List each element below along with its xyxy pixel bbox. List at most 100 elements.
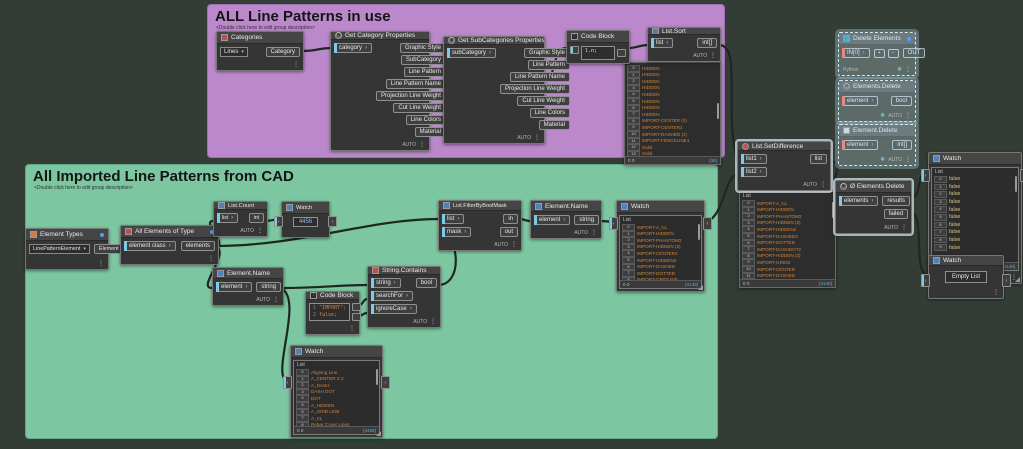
code-editor[interactable]: l.n; <box>581 46 615 60</box>
node-list-sort[interactable]: List.Sort list› int[] AUTO⋮ <box>647 27 721 62</box>
output-port[interactable]: › <box>328 216 337 227</box>
input-port-subcategory[interactable]: subCategory› <box>447 48 497 58</box>
lacing-label[interactable]: AUTO <box>402 141 416 148</box>
node-list-setdifference[interactable]: List.SetDifference list1› list list2› AU… <box>737 141 831 191</box>
lacing-label[interactable]: AUTO <box>413 318 427 325</box>
node-get-subcategories-properties[interactable]: ◯ Get SubCategories Properties subCatego… <box>443 36 570 144</box>
node-element-name-1[interactable]: Element.Name element› string AUTO⋮ <box>530 200 602 239</box>
input-port-ignorecase[interactable]: ignoreCase› <box>371 304 417 314</box>
input-port[interactable]: › <box>921 274 930 287</box>
output-port-bool[interactable]: bool <box>890 96 912 106</box>
lacing-menu[interactable]: ⋮ <box>993 290 999 296</box>
output-port-bool[interactable]: bool <box>415 278 437 288</box>
input-port-list[interactable]: list› <box>442 214 465 224</box>
output-port[interactable] <box>617 49 626 57</box>
scrollbar[interactable] <box>697 224 700 240</box>
lacing-menu[interactable]: ⋮ <box>257 228 263 234</box>
output-port-out[interactable]: OUT <box>902 48 926 58</box>
input-port[interactable]: › <box>274 216 283 227</box>
pagination[interactable]: 0 0 <box>743 281 750 286</box>
lacing-label[interactable]: AUTO <box>803 181 817 188</box>
output-port[interactable]: SubCategory <box>400 55 446 65</box>
node-element-types[interactable]: Element Types LinePatternElement▾ Elemen… <box>25 228 124 270</box>
node-list-filterbyboolmask[interactable]: List.FilterByBoolMask list› in mask› out… <box>438 200 522 251</box>
lacing-menu[interactable]: ⋮ <box>1011 275 1017 281</box>
lacing-menu[interactable]: ⋮ <box>208 256 214 262</box>
output-port[interactable]: Line Colors <box>529 108 570 118</box>
output-port-failed[interactable]: failed <box>883 209 908 219</box>
output-port[interactable]: › <box>1020 169 1023 182</box>
input-port[interactable]: › <box>609 217 618 230</box>
lacing-menu[interactable]: ⋮ <box>511 242 517 248</box>
input-port-list[interactable]: list› <box>217 213 239 223</box>
input-port-string[interactable]: string› <box>371 278 401 288</box>
output-port[interactable]: Line Pattern Name <box>509 72 570 82</box>
output-port[interactable]: › <box>381 376 390 389</box>
node-list-count[interactable]: List.Count list› int AUTO⋮ <box>213 201 268 237</box>
input-port-elements[interactable]: elements› <box>839 196 879 206</box>
node-element-delete[interactable]: Element.Delete element› int[] ❄ AUTO⋮ <box>838 124 916 166</box>
node-code-block-1[interactable]: : Code Block l.n; <box>566 30 630 64</box>
input-port-searchfor[interactable]: searchFor› <box>371 291 414 301</box>
output-port[interactable]: Line Pattern <box>403 67 446 77</box>
output-port-int[interactable]: int <box>248 213 264 223</box>
output-port-string[interactable]: string <box>574 215 600 225</box>
resize-handle[interactable] <box>698 285 703 290</box>
node-get-category-properties[interactable]: ◯ Get Category Properties category› Grap… <box>330 31 446 151</box>
input-port-mask[interactable]: mask› <box>442 227 472 237</box>
output-port[interactable]: Line Colors <box>405 115 446 125</box>
output-port-string[interactable]: string <box>256 282 282 292</box>
element-types-dropdown[interactable]: LinePatternElement▾ <box>29 244 90 254</box>
node-categories[interactable]: Categories Lines▾ Category ⋮ <box>216 31 304 71</box>
scrollbar[interactable] <box>1014 176 1017 192</box>
scrollbar[interactable] <box>716 103 719 119</box>
lacing-label[interactable]: AUTO <box>884 224 898 231</box>
input-port[interactable] <box>570 46 579 54</box>
lacing-menu[interactable]: ⋮ <box>905 113 911 119</box>
input-port-element[interactable]: element› <box>216 282 253 292</box>
output-port[interactable]: Projection Line Weight <box>376 91 446 101</box>
lacing-menu[interactable]: ⋮ <box>710 53 716 59</box>
pagination[interactable]: 0 0 <box>628 158 635 163</box>
node-all-elements-of-type[interactable]: All Elements of Type element class› elem… <box>120 225 219 265</box>
lacing-menu[interactable]: ⋮ <box>534 135 540 141</box>
input-port-element[interactable]: element› <box>842 140 879 150</box>
output-port-elements[interactable]: elements <box>180 241 215 251</box>
output-port[interactable]: Graphic Style <box>523 48 570 58</box>
node-elements-delete[interactable]: ◯ Elements.Delete element› bool ❄ AUTO⋮ <box>838 80 916 122</box>
input-port[interactable]: › <box>921 169 930 182</box>
input-port-element[interactable]: element› <box>534 215 571 225</box>
lacing-label[interactable]: AUTO <box>888 112 902 119</box>
output-port[interactable]: Projection Line Weight <box>500 84 570 94</box>
resize-handle[interactable] <box>376 431 381 436</box>
input-port-in0[interactable]: IN[0]› <box>842 48 870 58</box>
output-port-category[interactable]: Category <box>265 47 300 57</box>
lacing-menu[interactable]: ⋮ <box>98 261 104 267</box>
lacing-menu[interactable]: ⋮ <box>905 157 911 163</box>
output-port[interactable]: Line Pattern Name <box>385 79 446 89</box>
categories-dropdown[interactable]: Lines▾ <box>220 47 248 57</box>
scrollbar[interactable] <box>375 369 378 385</box>
lacing-label[interactable]: AUTO <box>888 156 902 163</box>
lacing-label[interactable]: AUTO <box>494 241 508 248</box>
lacing-label[interactable]: AUTO <box>256 296 270 303</box>
node-watch-empty[interactable]: › › Watch Empty List ⋮ <box>921 255 1011 299</box>
output-port[interactable]: Material <box>414 127 446 137</box>
output-port-out[interactable]: out <box>499 227 518 237</box>
output-port-2[interactable] <box>352 313 362 321</box>
node-element-name-2[interactable]: Element.Name element› string AUTO⋮ <box>212 267 284 306</box>
node-o-elements-delete[interactable]: ◯ Ø Elements Delete elements› results fa… <box>835 180 912 234</box>
add-input-button[interactable]: + <box>873 48 885 58</box>
output-port-int[interactable]: int[] <box>892 140 912 150</box>
lacing-menu[interactable]: ⋮ <box>905 67 911 73</box>
preview-dot[interactable] <box>100 232 104 237</box>
lacing-label[interactable]: AUTO <box>693 52 707 59</box>
lacing-label[interactable]: AUTO <box>574 229 588 236</box>
output-port[interactable]: int[] <box>697 38 717 48</box>
input-port-category[interactable]: category› <box>334 43 373 53</box>
lacing-label[interactable]: AUTO <box>240 227 254 234</box>
